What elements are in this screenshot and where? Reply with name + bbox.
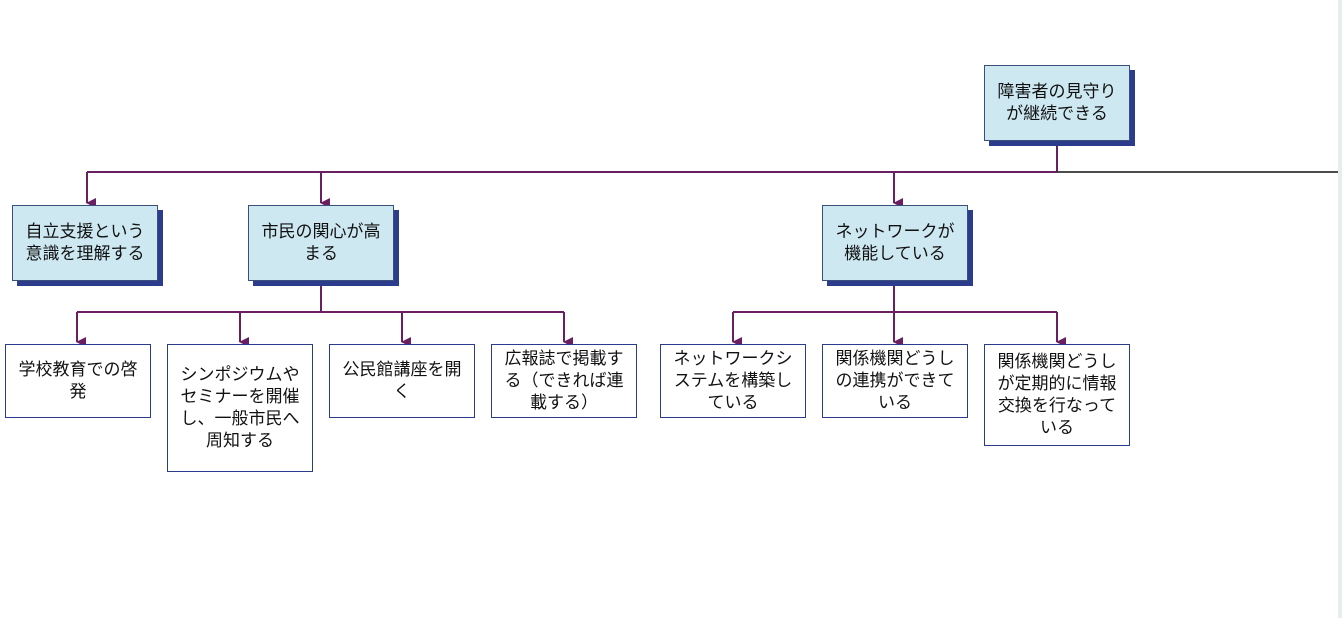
node-lecture-label: 公民館講座を開く	[342, 360, 462, 402]
node-public-relations: 広報誌で掲載する（できれば連載する）	[491, 344, 637, 418]
node-school-education-label: 学校教育での啓発	[18, 360, 138, 402]
node-info-exchange-label: 関係機関どうしが定期的に情報交換を行なっている	[997, 352, 1117, 438]
node-network-system-label: ネットワークシステムを構築している	[673, 349, 793, 413]
node-citizen-interest: 市民の関心が高まる	[248, 205, 394, 281]
node-network: ネットワークが機能している	[822, 205, 968, 281]
node-root-goal-label: 障害者の見守りが継続できる	[997, 82, 1117, 124]
node-public-relations-label: 広報誌で掲載する（できれば連載する）	[504, 349, 624, 413]
node-network-system: ネットワークシステムを構築している	[660, 344, 806, 418]
node-lecture: 公民館講座を開く	[329, 344, 475, 418]
right-edge-strip	[1338, 0, 1342, 618]
node-network-label: ネットワークが機能している	[835, 222, 955, 264]
node-self-support: 自立支援という意識を理解する	[12, 205, 158, 281]
node-school-education: 学校教育での啓発	[5, 344, 151, 418]
node-root-goal: 障害者の見守りが継続できる	[984, 65, 1130, 141]
node-citizen-interest-label: 市民の関心が高まる	[261, 222, 381, 264]
node-symposium: シンポジウムやセミナーを開催し、一般市民へ周知する	[167, 344, 313, 472]
node-agency-cooperation-label: 関係機関どうしの連携ができている	[835, 349, 955, 413]
node-self-support-label: 自立支援という意識を理解する	[25, 222, 145, 264]
node-info-exchange: 関係機関どうしが定期的に情報交換を行なっている	[984, 344, 1130, 446]
node-symposium-label: シンポジウムやセミナーを開催し、一般市民へ周知する	[180, 365, 300, 451]
node-agency-cooperation: 関係機関どうしの連携ができている	[822, 344, 968, 418]
